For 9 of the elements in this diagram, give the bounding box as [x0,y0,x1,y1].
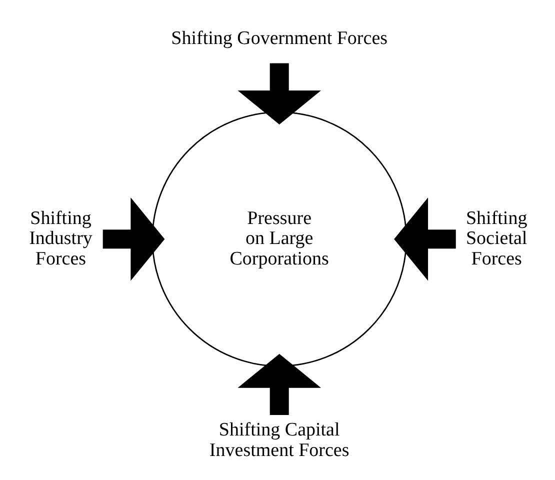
node-text: Shifting Societal Forces [465,207,527,270]
arrow [237,62,321,124]
arrow [102,196,164,280]
arrow [394,196,456,280]
node-text: Shifting Capital Investment Forces [208,419,349,460]
node-text: Shifting Industry Forces [28,207,92,270]
arrow [237,353,321,414]
node-circle: Pressure on Large Corporations [151,111,406,366]
node-text: Shifting Government Forces [170,27,388,48]
